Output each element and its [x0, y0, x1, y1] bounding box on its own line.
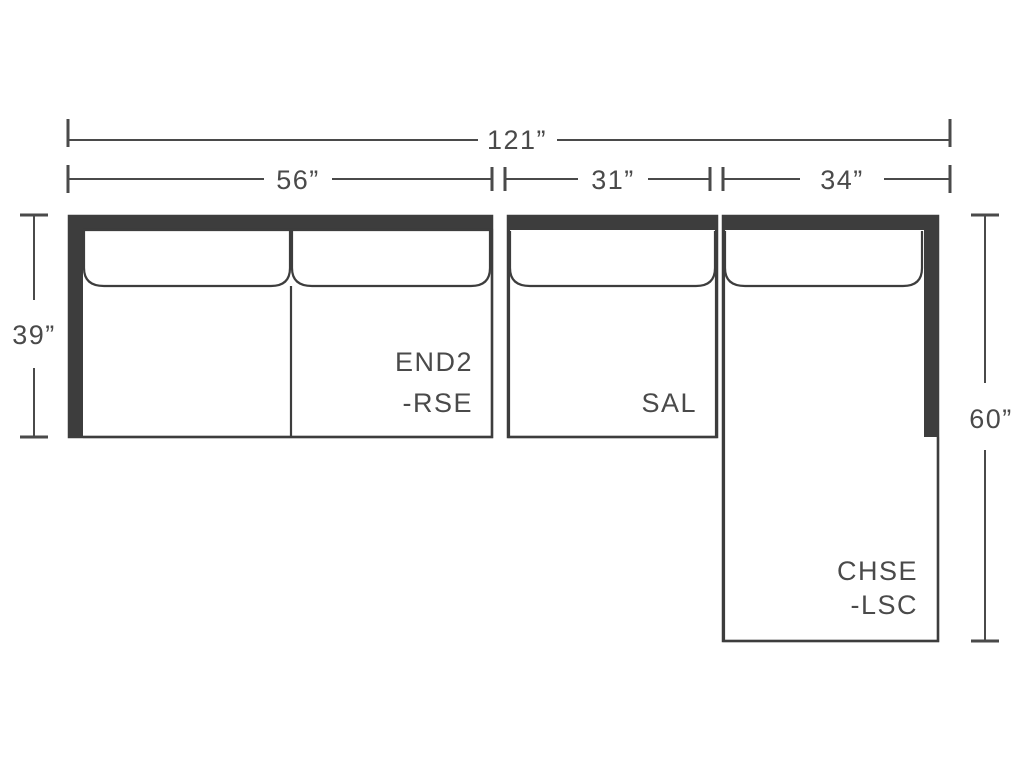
- end2-rse-label-line1: END2: [395, 347, 473, 377]
- depth-chaise-label: 60”: [969, 404, 1013, 434]
- module-end2-rse[interactable]: END2 -RSE: [67, 214, 494, 439]
- end2-rse-label-line2: -RSE: [402, 388, 473, 418]
- end2-rse-seat-outline: [83, 228, 494, 439]
- chse-lsc-back-cushion: [723, 231, 924, 288]
- chse-lsc-label-line1: CHSE: [837, 556, 918, 586]
- segment-dimension-chain: 56” 31” 34”: [66, 165, 952, 195]
- module-sal[interactable]: SAL: [506, 214, 719, 439]
- depth-main-dimension: 39”: [12, 213, 56, 439]
- sal-back-cushion: [508, 231, 717, 288]
- module-chse-lsc[interactable]: CHSE -LSC: [721, 214, 940, 643]
- chse-lsc-label-line2: -LSC: [850, 590, 918, 620]
- depth-chaise-dimension: 60”: [969, 213, 1013, 643]
- overall-width-dimension: 121”: [66, 119, 952, 155]
- chse-lsc-seat-outline: [722, 230, 940, 643]
- end2-rse-back-cushion-2: [290, 231, 492, 288]
- overall-width-label: 121”: [487, 125, 547, 155]
- depth-main-label: 39”: [12, 320, 56, 350]
- end2-rse-back-cushion-1: [82, 231, 292, 288]
- sal-frame: [508, 216, 717, 230]
- sal-seat-outline: [507, 230, 718, 439]
- segment-left-label: 56”: [276, 165, 320, 195]
- segment-middle-label: 31”: [591, 165, 635, 195]
- segment-right-label: 34”: [820, 165, 864, 195]
- sal-label: SAL: [641, 388, 697, 418]
